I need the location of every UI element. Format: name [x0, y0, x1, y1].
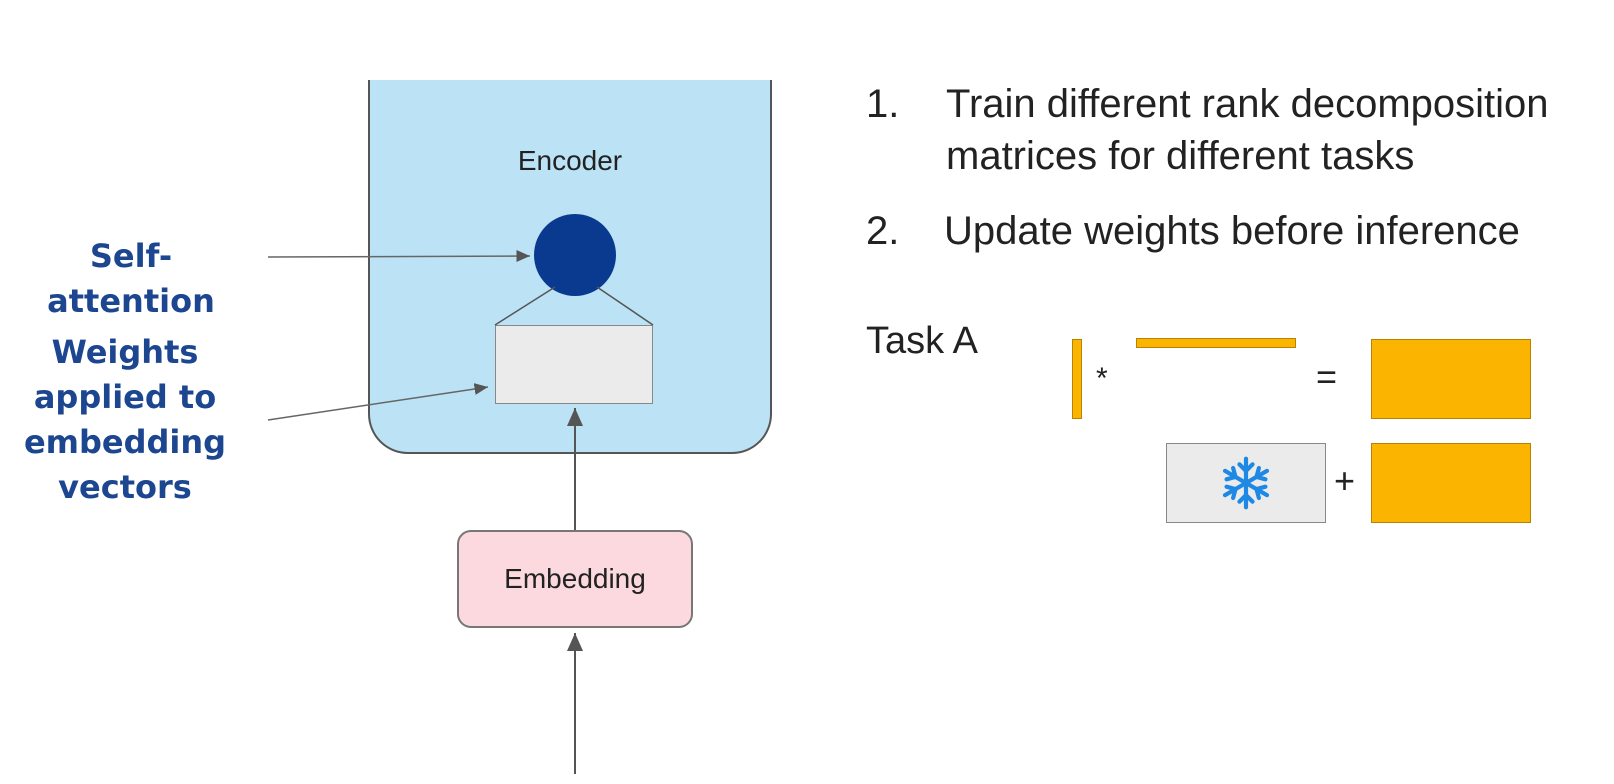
task-a-label: Task A: [866, 320, 978, 362]
connector-left: [494, 286, 556, 326]
lora-product-matrix: [1371, 339, 1531, 419]
self-attention-label: Self-attention: [47, 237, 215, 320]
plus-symbol: +: [1334, 460, 1356, 501]
list-number-2: 2.: [866, 209, 900, 253]
multiply-symbol: *: [1096, 362, 1108, 395]
connector-right: [596, 286, 654, 326]
weights-applied-label: Weights applied to embedding vectors: [23, 333, 227, 506]
list-number-1: 1.: [866, 82, 900, 126]
snowflake-icon: [1222, 456, 1270, 510]
matrix-a-row: [1136, 338, 1296, 348]
frozen-weights-matrix: [1166, 443, 1326, 523]
self-attention-arrow: [267, 250, 531, 263]
matrix-b-column: [1072, 339, 1082, 419]
embedding-label: Embedding: [504, 563, 646, 594]
equals-symbol: =: [1316, 356, 1338, 397]
weights-arrow: [267, 383, 489, 421]
embedding-block: Embedding: [457, 530, 693, 628]
encoder-label: Encoder: [517, 145, 623, 176]
list-text-2: Update weights before inference: [944, 209, 1520, 253]
weights-matrix: [495, 325, 653, 404]
lora-update-matrix: [1371, 443, 1531, 523]
list-text-1: Train different rank decomposition matri…: [946, 82, 1549, 178]
self-attention-node: [534, 214, 616, 296]
